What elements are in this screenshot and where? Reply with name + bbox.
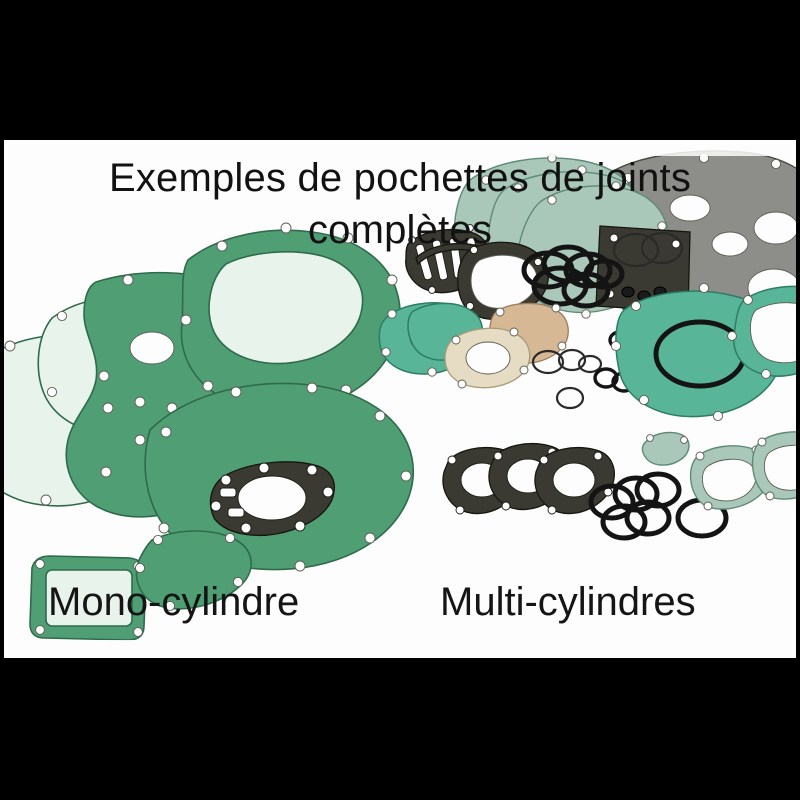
- gasket-fragments-bottom: [641, 431, 690, 466]
- gasket-oil-pump-cream: [444, 327, 531, 389]
- gasket-right-crankcase: [180, 222, 401, 414]
- product-photo: .g { fill:#4f9e74; stroke:#2f6b4b; strok…: [0, 140, 800, 658]
- gasket-cylinder-head: [209, 461, 336, 536]
- gasket-sets-illustration: .g { fill:#4f9e74; stroke:#2f6b4b; strok…: [0, 140, 800, 658]
- orings-cluster-lower: [588, 471, 729, 541]
- gasket-lower-center: [134, 530, 252, 612]
- letterbox-bar-bottom: [0, 658, 800, 800]
- orings-cluster-upper: [521, 244, 625, 309]
- multi-cylinder-gasket-group: [378, 150, 800, 541]
- letterbox-edge-right: [796, 140, 800, 658]
- gaskets-rocker-sage-right: [751, 431, 800, 501]
- retaining-rings: [612, 231, 684, 268]
- letterbox-edge-left: [0, 140, 4, 658]
- letterbox-bar-top: [0, 0, 800, 140]
- mono-cylinder-gasket-group: [0, 222, 414, 641]
- small-white-rings: [531, 348, 603, 410]
- gasket-rectangular-cover: [29, 555, 147, 641]
